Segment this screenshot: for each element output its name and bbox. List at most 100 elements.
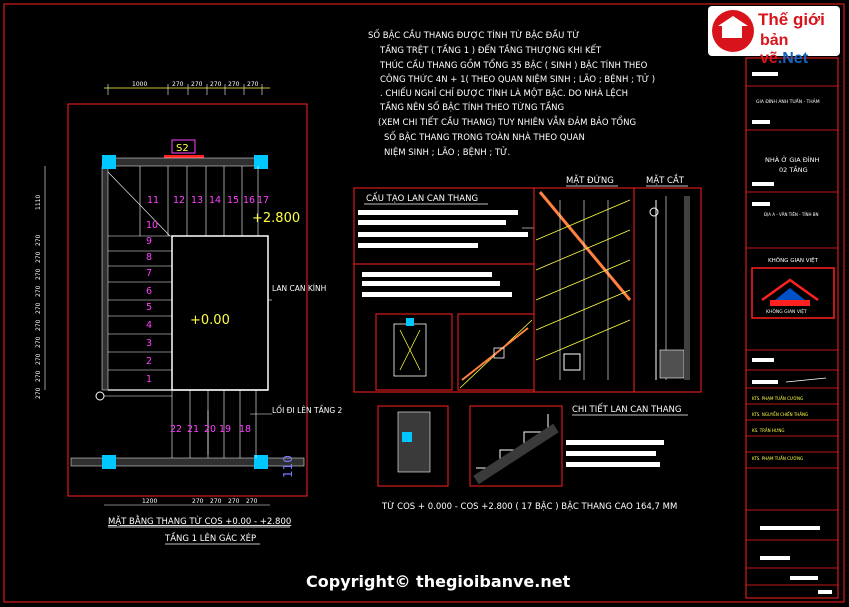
tb-staff-4: KTS. PHẠM TUẤN CƯỜNG xyxy=(752,456,803,461)
house-icon xyxy=(712,10,754,52)
note-line-9: NIỆM SINH ; LÃO ; BỆNH ; TỬ. xyxy=(384,146,510,158)
company-logo xyxy=(751,267,835,319)
elevation-label: MẶT ĐỨNG xyxy=(566,174,614,186)
step-6: 6 xyxy=(146,286,152,297)
tb-staff-1: KTS. PHẠM TUẤN CƯỜNG xyxy=(752,396,803,401)
side-dim: 110 xyxy=(281,455,295,478)
column-tr xyxy=(254,155,268,169)
start-point-icon xyxy=(95,391,105,401)
left-wall xyxy=(101,165,109,391)
step-13: 13 xyxy=(191,195,203,206)
tb-company: KHÔNG GIAN VIỆT xyxy=(768,256,819,264)
logo-line-2a: bản vẽ xyxy=(760,32,789,67)
left-dim-2: 270 xyxy=(35,251,42,263)
left-dim-1: 270 xyxy=(35,234,42,246)
step-1: 1 xyxy=(146,374,152,385)
step-11: 11 xyxy=(147,195,159,206)
tb-project: NHÀ Ở GIA ĐÌNH xyxy=(765,154,820,164)
step-14: 14 xyxy=(209,195,221,206)
column-tl xyxy=(102,155,116,169)
note-line-3: THÚC CẦU THANG GỒM TỔNG 35 BẬC ( SINH ) … xyxy=(379,58,648,71)
left-dim-6: 270 xyxy=(35,319,42,331)
logo-line-2b: .Net xyxy=(777,50,809,67)
top-dim-2: 270 xyxy=(191,81,203,88)
title-block: GIA ĐÌNH ANH TUẤN - THẢM NHÀ Ở GIA ĐÌNH … xyxy=(745,57,839,599)
notes-block: SỐ BẬC CẦU THANG ĐƯỢC TÍNH TỪ BẬC ĐẦU TỪ… xyxy=(368,28,655,158)
left-dim-8: 270 xyxy=(35,353,42,365)
step-21: 21 xyxy=(187,424,199,435)
left-dim-5: 270 xyxy=(35,302,42,314)
left-dim-3: 270 xyxy=(35,268,42,280)
site-logo: Thế giới bản vẽ.Net xyxy=(708,6,840,67)
left-dim-0: 1110 xyxy=(35,195,42,210)
section-label: MẶT CẮT xyxy=(646,173,685,186)
tb-owner: GIA ĐÌNH ANH TUẤN - THẢM xyxy=(756,97,820,105)
step-2: 2 xyxy=(146,356,152,367)
left-dim-7: 270 xyxy=(35,336,42,348)
bottom-dim-0: 1200 xyxy=(142,498,157,505)
plan-subtitle: TẦNG 1 LÊN GÁC XÉP xyxy=(164,531,256,544)
top-dim-0: 1000 xyxy=(132,81,147,88)
top-wall xyxy=(107,157,267,167)
column-bl xyxy=(102,455,116,469)
column-br xyxy=(254,455,268,469)
note-line-8: SỐ BẬC THANG TRONG TOÀN NHÀ THEO QUAN xyxy=(384,130,585,143)
top-dim-4: 270 xyxy=(228,81,240,88)
top-dim-1: 270 xyxy=(172,81,184,88)
details-frame xyxy=(353,187,702,393)
tb-staff-3: KS. TRẦN HƯNG xyxy=(752,428,784,433)
note-line-2: TẦNG TRỆT ( TẦNG 1 ) ĐẾN TẦNG THƯỢNG KHI… xyxy=(379,43,602,56)
sheet-border xyxy=(3,3,845,603)
note-line-4: CÔNG THỨC 4N + 1( THEO QUAN NIỆM SINH ; … xyxy=(380,73,655,85)
logo-line-1: Thế giới xyxy=(758,10,825,29)
note-line-1: SỐ BẬC CẦU THANG ĐƯỢC TÍNH TỪ BẬC ĐẦU TỪ xyxy=(368,28,580,41)
step-16: 16 xyxy=(243,195,255,206)
left-dim-9: 270 xyxy=(35,370,42,382)
bottom-dim-4: 270 xyxy=(246,498,258,505)
rail-detail-label: CHI TIẾT LAN CAN THANG xyxy=(572,403,681,415)
label-exit-floor2: LỐI ĐI LÊN TẦNG 2 xyxy=(272,405,343,415)
s2-tag-box xyxy=(171,139,196,154)
level-mid: +0.00 xyxy=(190,313,230,328)
step-8: 8 xyxy=(146,252,152,263)
bottom-dim-2: 270 xyxy=(210,498,222,505)
rail-title: CẤU TẠO LAN CAN THANG xyxy=(366,192,478,204)
copyright-watermark: Copyright© thegioibanve.net xyxy=(306,572,571,591)
level-top: +2.800 xyxy=(252,211,300,226)
logo-line-2: bản vẽ.Net xyxy=(760,32,840,68)
step-12: 12 xyxy=(173,195,185,206)
step-5: 5 xyxy=(146,302,152,313)
rail-details: CẤU TẠO LAN CAN THANG MẶT ĐỨNG xyxy=(353,173,702,512)
summary-text: TỪ COS + 0.000 - COS +2.800 ( 17 BẬC ) B… xyxy=(381,500,677,512)
s2-tag: S2 xyxy=(176,143,189,154)
tb-address: ĐỊA A - VĂN TIÊN - TỈNH BN xyxy=(764,212,819,217)
stair-plan: 1000 270 270 270 270 270 S2 +0.00 xyxy=(35,81,343,545)
step-3: 3 xyxy=(146,338,152,349)
bottom-dim-3: 270 xyxy=(228,498,240,505)
tb-floors: 02 TẦNG xyxy=(779,164,808,174)
bottom-wall xyxy=(70,457,305,467)
step-18: 18 xyxy=(239,424,251,435)
note-line-6: TẦNG NÊN SỐ BẬC TÍNH THEO TỪNG TẦNG xyxy=(379,100,564,113)
note-line-5: . CHIẾU NGHỈ CHỈ ĐƯỢC TÍNH LÀ MỘT BẬC. D… xyxy=(380,87,628,99)
label-glass-rail: LAN CAN KÍNH xyxy=(272,284,326,293)
bottom-dim-1: 270 xyxy=(192,498,204,505)
step-10: 10 xyxy=(146,220,158,231)
tb-staff-2: KTS. NGUYỄN CHIẾN THẮNG xyxy=(752,411,808,417)
step-4: 4 xyxy=(146,320,152,331)
tb-logo-text: KHÔNG GIAN VIỆT xyxy=(766,307,807,315)
step-7: 7 xyxy=(146,268,152,279)
plan-red-frame xyxy=(67,103,308,497)
left-dim-10: 270 xyxy=(35,387,42,399)
note-line-7: (XEM CHI TIẾT CẦU THANG) TUY NHIÊN VẪN Đ… xyxy=(378,115,636,128)
step-22: 22 xyxy=(170,424,182,435)
step-19: 19 xyxy=(219,424,231,435)
step-15: 15 xyxy=(227,195,239,206)
top-dim-3: 270 xyxy=(210,81,222,88)
top-dim-5: 270 xyxy=(247,81,259,88)
step-20: 20 xyxy=(204,424,216,435)
step-9: 9 xyxy=(146,236,152,247)
left-dim-4: 270 xyxy=(35,285,42,297)
plan-title: MẶT BẰNG THANG TỪ COS +0.00 - +2.800 xyxy=(108,514,291,527)
